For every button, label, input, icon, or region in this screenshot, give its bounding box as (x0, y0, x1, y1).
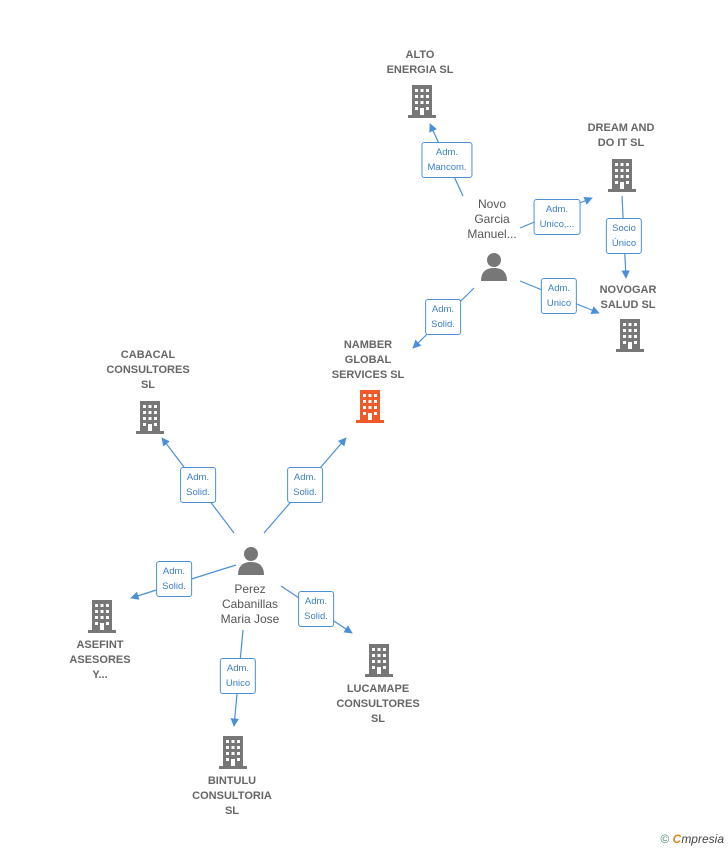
relation-label-perez-asefint[interactable]: Adm. Solid. (156, 561, 192, 597)
brand-name: mpresia (681, 832, 724, 846)
node-label-novo-garcia-manuel[interactable]: Novo Garcia Manuel... (467, 197, 517, 241)
relation-label-novo-novogar[interactable]: Adm. Unico (540, 278, 578, 314)
building-icon[interactable] (217, 735, 249, 769)
relation-label-perez-lucamape[interactable]: Adm. Solid. (298, 591, 334, 627)
node-label-cabacal-consultores[interactable]: CABACAL CONSULTORES SL (106, 349, 190, 391)
building-icon-focus[interactable] (354, 389, 386, 423)
node-label-perez-cabanillas-maria-jose[interactable]: Perez Cabanillas Maria Jose (220, 582, 280, 626)
relation-label-novo-dream[interactable]: Adm. Unico,... (533, 199, 581, 235)
node-label-novogar-salud[interactable]: NOVOGAR SALUD SL (599, 284, 657, 311)
building-icon[interactable] (614, 318, 646, 352)
copyright-symbol: © (660, 832, 670, 846)
relation-label-perez-namber[interactable]: Adm. Solid. (287, 467, 323, 503)
relation-label-dream-novogar[interactable]: Socio Único (605, 218, 643, 254)
building-icon[interactable] (86, 599, 118, 633)
brand-initial: C (672, 832, 682, 846)
node-label-alto-energia[interactable]: ALTO ENERGIA SL (386, 49, 454, 76)
building-icon[interactable] (406, 84, 438, 118)
node-label-lucamape-consultores[interactable]: LUCAMAPE CONSULTORES SL (336, 683, 420, 725)
relation-label-perez-bintulu[interactable]: Adm. Unico (219, 658, 257, 694)
node-label-asefint-asesores[interactable]: ASEFINT ASESORES Y... (69, 639, 131, 681)
relation-label-novo-alto[interactable]: Adm. Mancom. (421, 142, 473, 178)
relation-label-novo-namber[interactable]: Adm. Solid. (425, 299, 461, 335)
person-icon[interactable] (236, 545, 266, 575)
building-icon[interactable] (134, 400, 166, 434)
node-label-bintulu-consultoria[interactable]: BINTULU CONSULTORIA SL (192, 775, 272, 817)
node-label-namber-global-services[interactable]: NAMBER GLOBAL SERVICES SL (331, 339, 405, 381)
person-icon[interactable] (479, 251, 509, 281)
relation-label-perez-cabacal[interactable]: Adm. Solid. (180, 467, 216, 503)
building-icon[interactable] (606, 158, 638, 192)
building-icon[interactable] (363, 643, 395, 677)
brand-footer[interactable]: © Cmpresia (660, 832, 724, 846)
node-label-dream-and-do-it[interactable]: DREAM AND DO IT SL (587, 122, 655, 149)
